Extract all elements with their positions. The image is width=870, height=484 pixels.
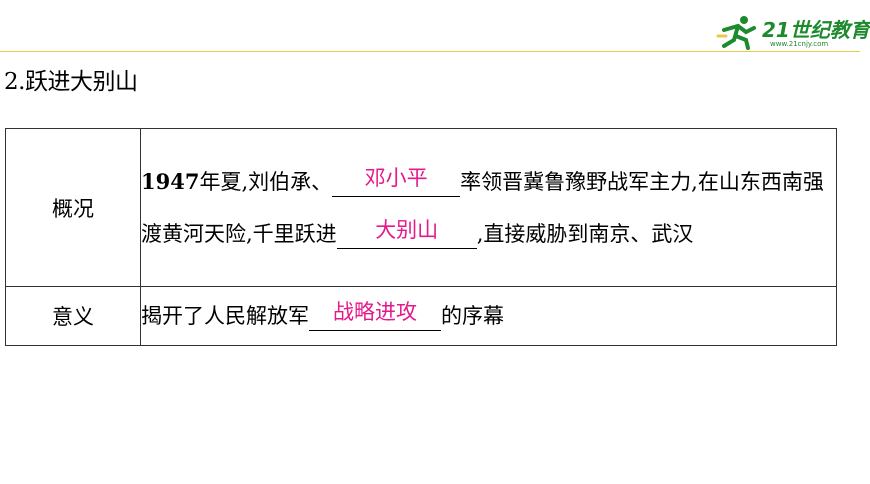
running-figure-icon [716, 16, 756, 50]
significance-text-2: 的序幕 [441, 304, 504, 328]
row-label-overview: 概况 [5, 128, 141, 287]
overview-text-2: 率领晋冀鲁豫野战军主力,在山东西南强渡黄河天险,千里跃进 [141, 169, 824, 246]
logo-text: 21世纪教育 [762, 18, 870, 42]
significance-text-1: 揭开了人民解放军 [141, 304, 309, 328]
answer-leader: 邓小平 [364, 165, 428, 190]
blank-destination[interactable]: 大别山 [336, 217, 477, 249]
table-row-overview: 概况 1947年夏,刘伯承、 邓小平率领晋冀鲁豫野战军主力,在山东西南强渡黄河天险… [5, 128, 837, 287]
row-content-significance: 揭开了人民解放军战略进攻的序幕 [140, 286, 837, 346]
year-text: 1947 [141, 168, 200, 194]
logo-url: www.21cnjy.com [770, 40, 829, 48]
row-content-overview: 1947年夏,刘伯承、 邓小平率领晋冀鲁豫野战军主力,在山东西南强渡黄河天险,千里… [140, 128, 837, 287]
table-row-significance: 意义 揭开了人民解放军战略进攻的序幕 [5, 286, 837, 346]
blank-significance[interactable]: 战略进攻 [309, 300, 441, 331]
answer-significance: 战略进攻 [333, 300, 417, 324]
header-divider [0, 51, 860, 52]
info-table: 概况 1947年夏,刘伯承、 邓小平率领晋冀鲁豫野战军主力,在山东西南强渡黄河天险… [5, 128, 837, 346]
logo [716, 12, 856, 56]
overview-text-3: ,直接威胁到南京、武汉 [476, 221, 694, 246]
row-label-significance: 意义 [5, 286, 141, 346]
blank-leader[interactable]: 邓小平 [332, 165, 461, 197]
answer-destination: 大别山 [375, 217, 439, 242]
overview-text-1: 年夏,刘伯承、 [199, 169, 333, 194]
section-heading: 2.跃进大别山 [4, 69, 138, 95]
